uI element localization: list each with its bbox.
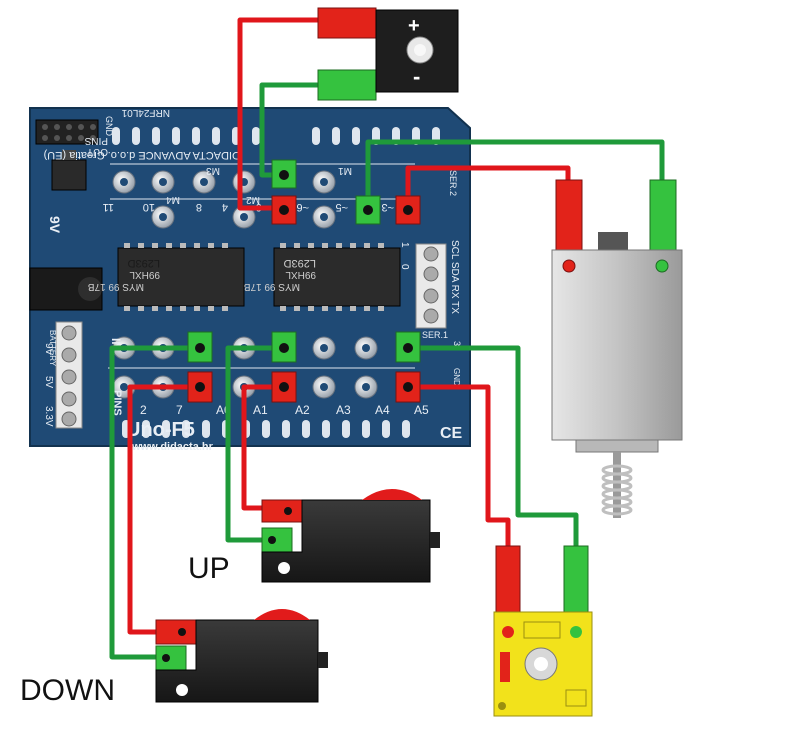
chip-l293d-1 [117,243,245,311]
in-pin-a2: A2 [295,403,310,417]
out-pin-6: ~6 [296,201,309,213]
board-connectors [187,159,421,403]
potentiometer-module: + - [317,7,459,101]
chip2-line3: MYS 99 17B [244,281,300,292]
power-label: 9V [47,216,63,234]
chip2-line1: L293D [284,257,316,269]
chip1-line3: MYS 99 17B [88,281,144,292]
wire-green-down [109,345,200,660]
serial-screw-header [415,243,447,329]
out-pin-8: 8 [196,201,202,213]
company-text: DIDACTA ADVANCE d.o.o. Croatia (EU) [44,149,240,161]
in-pin-2: 2 [140,403,147,417]
chip1-line1: L293D [128,257,160,269]
in-pin-a5: A5 [414,403,429,417]
wire-red-up [241,384,284,511]
in-pin-a1: A1 [253,403,268,417]
out-pin-4: 4 [222,201,228,213]
battery-9v-label: 9V [43,343,54,356]
v33-label: 3.3V [43,406,54,427]
ser2-label: SER.2 [448,170,458,196]
pot-plus-label: + [408,15,420,37]
uno-f5-board: DIDACTA ADVANCE d.o.o. Croatia (EU) NRF2… [29,107,471,453]
chip-l293d-2 [273,243,401,311]
out-pin-11: 11 [103,201,114,213]
header-num-1: 1 [399,242,410,248]
in-pin-a3: A3 [336,403,351,417]
motor-m3: M3 [206,165,220,176]
motor-m1: M1 [338,165,352,176]
rx-tx-label: SCL SDA RX TX [449,240,460,314]
wires [109,17,665,660]
nrf-label: NRF24L01 [121,107,170,118]
out-label: OUT [87,146,108,157]
in-pin-a4: A4 [375,403,390,417]
wire-red-down [127,384,200,635]
down-label: DOWN [20,674,115,707]
out-terminals-row1 [112,170,336,194]
in-pin-7: 7 [176,403,183,417]
out-pin-5: ~5 [335,201,348,213]
chip2-line2: 99HXL [285,269,316,280]
down-switch [155,609,328,703]
wire-red-pot [237,17,318,211]
pins-label: PINS [84,135,108,146]
gnd-top-label: GND [104,116,114,137]
header-num-0: 0 [399,264,410,270]
board-website: www.didacta.hr [131,441,214,453]
battery-label: BATTERY [48,330,57,367]
chip1-line2: 99HXL [129,269,160,280]
wire-green-up [225,345,284,543]
wire-green-buzzer [408,345,579,550]
v5-label: 5V [43,376,54,389]
motor-m4: M4 [166,194,180,205]
wire-red-buzzer [408,384,511,550]
top-slot-row [112,127,440,145]
motor-m2: M2 [246,194,260,205]
pot-minus-label: - [413,64,420,89]
out-terminals-row2 [151,205,336,229]
up-switch [261,489,440,583]
out-pin-3: ~3 [381,201,394,213]
ce-mark: CE [440,425,463,442]
wire-red-actuator [405,165,571,208]
out-pin-10: 10 [143,201,155,213]
voltage-regulator [51,159,87,191]
linear-actuator [551,179,683,518]
ser-num: 3 [452,341,462,346]
ser1-label: SER.1 [422,330,448,340]
gnd-right-label: GND [452,368,461,386]
wire-green-actuator [365,139,665,208]
power-screw-header [55,321,83,429]
board-name: Uno-F5 [126,419,195,441]
buzzer-module [493,545,593,717]
up-label: UP [188,552,230,585]
